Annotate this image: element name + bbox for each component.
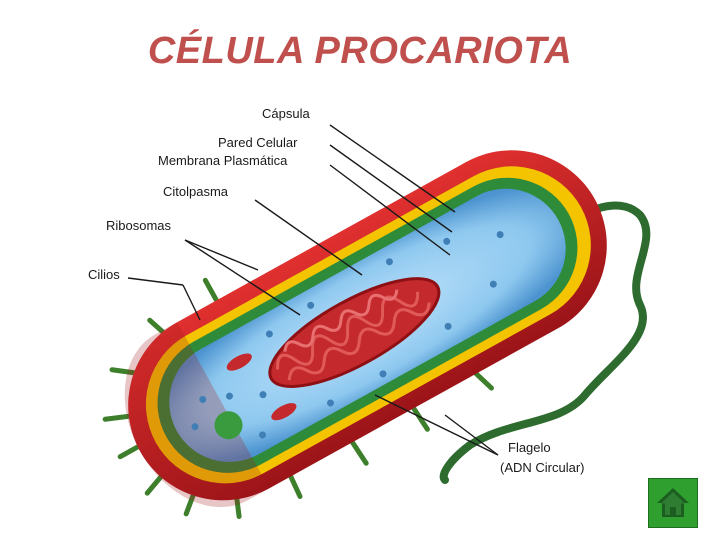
inclusion-granule	[214, 411, 243, 440]
dna-nucleoid	[268, 277, 441, 388]
home-button[interactable]	[648, 478, 698, 528]
label-cilios: Cilios	[88, 267, 120, 282]
home-icon	[657, 488, 689, 517]
leader-pared	[329, 144, 453, 233]
leader-flagelo-2	[444, 414, 499, 456]
leader-lines	[127, 124, 499, 456]
flagellum	[439, 201, 651, 484]
label-ribosomas: Ribosomas	[106, 218, 172, 233]
label-membrana-plasmatica: Membrana Plasmática	[158, 153, 288, 168]
label-pared-celular: Pared Celular	[218, 135, 298, 150]
plasmid	[226, 353, 252, 371]
leader-cilios	[127, 277, 184, 286]
diagram-title: CÉLULA PROCARIOTA	[147, 30, 573, 72]
leader-membrana	[329, 164, 451, 256]
leader-ribosomas-1	[184, 239, 259, 271]
leader-cilios-2	[182, 284, 201, 321]
plasmid	[271, 403, 297, 421]
label-flagelo: Flagelo	[508, 440, 551, 455]
label-adn-circular: (ADN Circular)	[500, 460, 585, 475]
ribosomes	[191, 231, 504, 439]
label-citoplasma: Citolpasma	[163, 184, 229, 199]
leader-flagelo	[374, 394, 499, 456]
leader-ribosomas-2	[184, 239, 301, 316]
leader-citoplasma	[254, 199, 363, 276]
label-capsula: Cápsula	[262, 106, 310, 121]
leader-capsula	[329, 124, 456, 213]
